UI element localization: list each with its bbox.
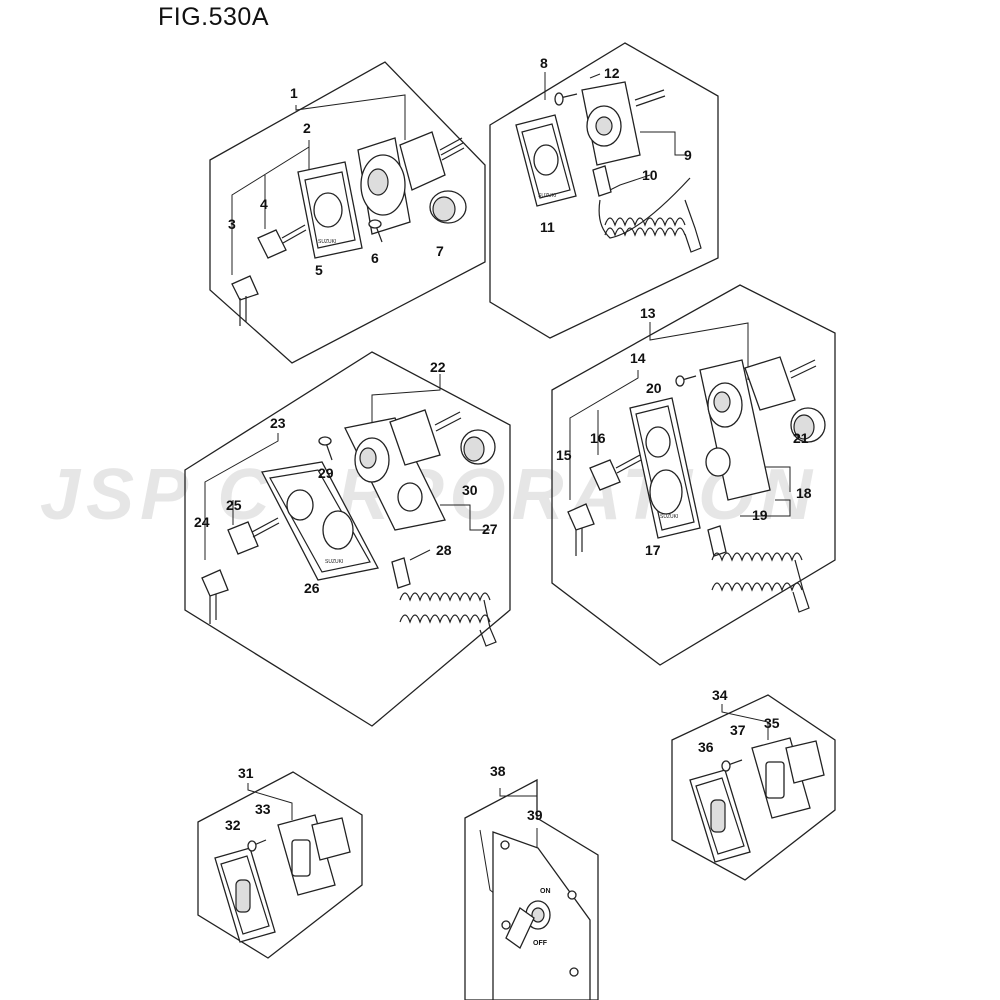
cap-21 bbox=[790, 407, 826, 443]
panel-5: SUZUKI bbox=[297, 161, 363, 259]
screw-20 bbox=[675, 375, 697, 387]
group-31-small-switch: 31 32 33 bbox=[197, 765, 363, 959]
callout-39: 39 bbox=[527, 807, 543, 823]
panel-26: SUZUKI bbox=[261, 461, 379, 581]
callout-6: 6 bbox=[371, 250, 379, 266]
callout-21: 21 bbox=[793, 430, 809, 446]
callout-26: 26 bbox=[304, 580, 320, 596]
callout-5: 5 bbox=[315, 262, 323, 278]
callout-15: 15 bbox=[556, 447, 572, 463]
callout-33: 33 bbox=[255, 801, 271, 817]
callout-22: 22 bbox=[430, 359, 446, 375]
small-switch-body-34 bbox=[751, 737, 825, 819]
callout-37: 37 bbox=[730, 722, 746, 738]
screw-33 bbox=[247, 839, 267, 852]
lanyard-19 bbox=[707, 525, 810, 613]
cap-7 bbox=[429, 190, 467, 224]
callout-19: 19 bbox=[752, 507, 768, 523]
callout-32: 32 bbox=[225, 817, 241, 833]
callout-27: 27 bbox=[482, 521, 498, 537]
brand-text-11: SUZUKI bbox=[538, 193, 556, 199]
bezel-36 bbox=[689, 769, 751, 863]
callout-24: 24 bbox=[194, 514, 210, 530]
callout-2: 2 bbox=[303, 120, 311, 136]
callout-35: 35 bbox=[764, 715, 780, 731]
stop-switch-body bbox=[581, 81, 666, 166]
vertical-switch-body bbox=[699, 356, 817, 501]
switch-off-label: OFF bbox=[533, 940, 548, 947]
callout-9: 9 bbox=[684, 147, 692, 163]
panel-17: SUZUKI bbox=[629, 397, 701, 539]
switch-on-label: ON bbox=[540, 888, 551, 895]
figure-title: FIG.530A bbox=[158, 3, 269, 31]
screw-29 bbox=[318, 436, 333, 461]
callout-16: 16 bbox=[590, 430, 606, 446]
callout-36: 36 bbox=[698, 739, 714, 755]
callout-29: 29 bbox=[318, 465, 334, 481]
callout-18: 18 bbox=[796, 485, 812, 501]
group-34-small-switch: 34 35 36 37 bbox=[671, 687, 836, 881]
callout-17: 17 bbox=[645, 542, 661, 558]
panel-11: SUZUKI bbox=[515, 114, 577, 207]
callout-12: 12 bbox=[604, 65, 620, 81]
callout-10: 10 bbox=[642, 167, 658, 183]
callout-7: 7 bbox=[436, 243, 444, 259]
keys-3-4 bbox=[231, 224, 307, 326]
group-38-toggle-switch: ON OFF 38 39 bbox=[464, 763, 599, 1000]
callout-38: 38 bbox=[490, 763, 506, 779]
screw-37 bbox=[721, 759, 743, 772]
cap-30 bbox=[460, 429, 496, 465]
callout-23: 23 bbox=[270, 415, 286, 431]
key-switch-body bbox=[357, 131, 465, 235]
screw-6 bbox=[368, 219, 383, 243]
callout-20: 20 bbox=[646, 380, 662, 396]
callout-14: 14 bbox=[630, 350, 646, 366]
callout-34: 34 bbox=[712, 687, 728, 703]
callout-4: 4 bbox=[260, 196, 268, 212]
small-switch-body bbox=[277, 814, 351, 896]
screw-12 bbox=[554, 92, 578, 106]
horizontal-switch-body bbox=[344, 409, 462, 531]
lanyard-10 bbox=[592, 165, 702, 253]
callout-25: 25 bbox=[226, 497, 242, 513]
group-8-stop-switch: SUZUKI 8 9 bbox=[489, 42, 719, 339]
brand-text-26: SUZUKI bbox=[325, 559, 343, 565]
lanyard-28 bbox=[391, 557, 497, 647]
callout-1: 1 bbox=[290, 85, 298, 101]
callout-8: 8 bbox=[540, 55, 548, 71]
callout-13: 13 bbox=[640, 305, 656, 321]
callout-11: 11 bbox=[540, 219, 555, 235]
group-22-horizontal-switch: SUZUKI bbox=[184, 351, 511, 727]
group-1-key-switch: SUZUKI bbox=[209, 61, 486, 364]
brand-text-5: SUZUKI bbox=[318, 239, 336, 245]
callout-3: 3 bbox=[228, 216, 236, 232]
plate-39: ON OFF bbox=[492, 831, 591, 1000]
bezel-32 bbox=[214, 847, 276, 943]
brand-text-17: SUZUKI bbox=[660, 514, 678, 520]
group-13-vertical-switch: SUZUKI bbox=[551, 284, 836, 666]
callout-30: 30 bbox=[462, 482, 478, 498]
callout-31: 31 bbox=[238, 765, 254, 781]
keys-15-16 bbox=[567, 454, 642, 556]
callout-28: 28 bbox=[436, 542, 452, 558]
keys-24-25 bbox=[201, 517, 280, 624]
